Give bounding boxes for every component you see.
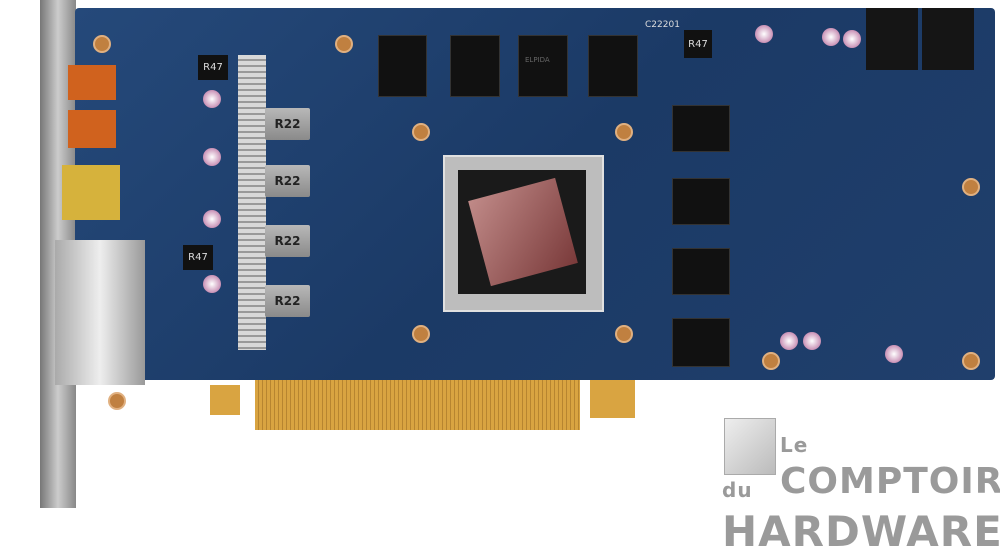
memory-chip bbox=[450, 35, 500, 97]
board-code: C22201 bbox=[645, 20, 680, 30]
capacitor bbox=[755, 25, 773, 43]
capacitor bbox=[780, 332, 798, 350]
capacitor bbox=[203, 148, 221, 166]
mount-hole bbox=[412, 325, 430, 343]
mount-hole bbox=[93, 35, 111, 53]
memory-chip bbox=[672, 318, 730, 367]
inductor-r22: R22 bbox=[265, 285, 310, 317]
mount-hole bbox=[615, 123, 633, 141]
memory-chip bbox=[588, 35, 638, 97]
capacitor bbox=[803, 332, 821, 350]
inductor-r22: R22 bbox=[265, 108, 310, 140]
resistor-r47: R47 bbox=[684, 30, 712, 58]
capacitor bbox=[203, 210, 221, 228]
mount-hole bbox=[335, 35, 353, 53]
inductor-r22: R22 bbox=[265, 165, 310, 197]
memory-chip bbox=[378, 35, 427, 97]
watermark-line1: Le COMPTOIR bbox=[780, 433, 1000, 502]
dvi-port bbox=[55, 240, 145, 385]
capacitor bbox=[203, 90, 221, 108]
mount-hole bbox=[962, 178, 980, 196]
dvi-port-orange-1 bbox=[68, 65, 116, 100]
mount-hole bbox=[108, 392, 126, 410]
power-connector bbox=[922, 8, 974, 70]
capacitor bbox=[822, 28, 840, 46]
mount-hole bbox=[412, 123, 430, 141]
capacitor bbox=[843, 30, 861, 48]
mount-hole bbox=[762, 352, 780, 370]
capacitor bbox=[885, 345, 903, 363]
inductor-r22: R22 bbox=[265, 225, 310, 257]
pcie-tab bbox=[590, 380, 635, 418]
memory-brand: ELPIDA bbox=[525, 56, 550, 64]
pcie-small-fingers bbox=[210, 385, 240, 415]
watermark-logo-cube bbox=[724, 418, 776, 475]
hdmi-port bbox=[62, 165, 120, 220]
dvi-port-orange-2 bbox=[68, 110, 116, 148]
mount-hole bbox=[962, 352, 980, 370]
resistor-r47: R47 bbox=[183, 245, 213, 270]
heatsink-strip bbox=[238, 55, 266, 350]
mount-hole bbox=[615, 325, 633, 343]
memory-chip bbox=[672, 105, 730, 152]
memory-chip bbox=[672, 178, 730, 225]
memory-chip bbox=[672, 248, 730, 295]
capacitor bbox=[203, 275, 221, 293]
power-connector bbox=[866, 8, 918, 70]
resistor-r47: R47 bbox=[198, 55, 228, 80]
memory-chip: ELPIDA bbox=[518, 35, 568, 97]
watermark-line2: du HARDWARE bbox=[722, 478, 1000, 556]
pcie-gold-fingers bbox=[255, 380, 580, 430]
